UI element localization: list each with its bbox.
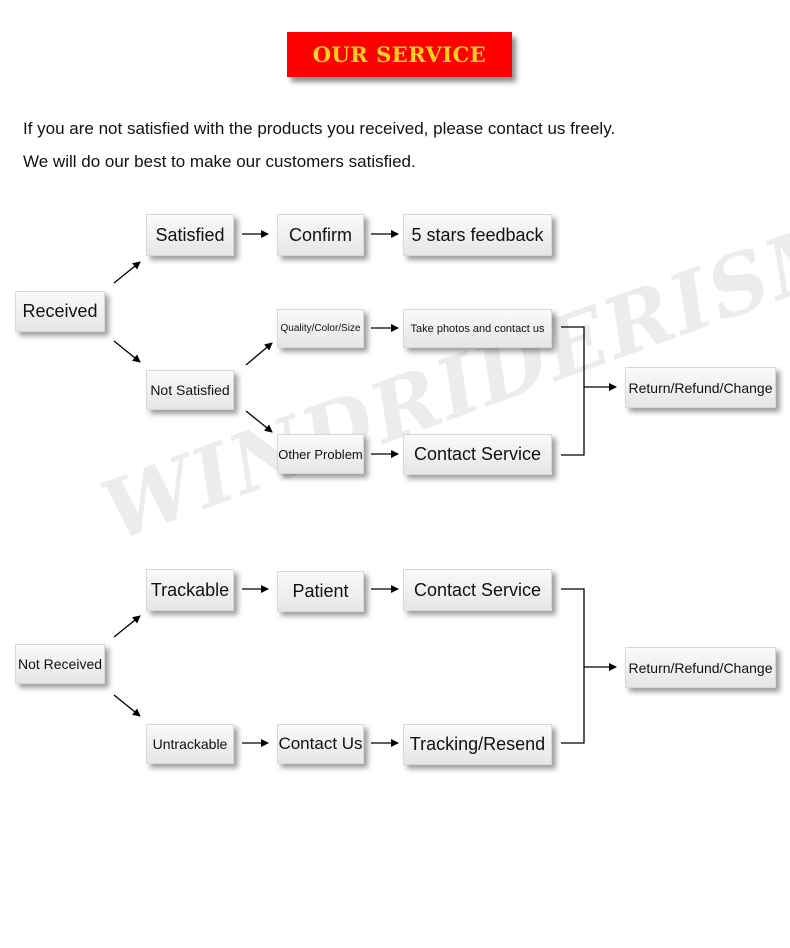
- arrow-notsatisfied-other: [245, 410, 273, 433]
- node-other-problem: Other Problem: [277, 434, 364, 474]
- node-contact-service-2: Contact Service: [403, 569, 552, 611]
- node-untrackable: Untrackable: [146, 724, 234, 764]
- node-patient: Patient: [277, 571, 364, 612]
- node-satisfied: Satisfied: [146, 214, 234, 256]
- arrow-notreceived-trackable: [113, 615, 141, 638]
- bracket-not-received: [561, 588, 585, 744]
- node-take-photos: Take photos and contact us: [403, 309, 552, 348]
- node-quality-color-size: Quality/Color/Size: [277, 309, 364, 348]
- intro-line-1: If you are not satisfied with the produc…: [23, 119, 616, 138]
- node-confirm: Confirm: [277, 214, 364, 256]
- node-return-refund-change-1: Return/Refund/Change: [625, 367, 776, 408]
- bracket-received: [561, 326, 585, 456]
- banner-title: OUR SERVICE: [312, 42, 487, 67]
- node-five-stars-feedback: 5 stars feedback: [403, 214, 552, 256]
- intro-line-2: We will do our best to make our customer…: [23, 152, 416, 171]
- node-trackable: Trackable: [146, 569, 234, 611]
- service-banner: OUR SERVICE: [287, 32, 512, 77]
- arrow-notreceived-untrackable: [113, 694, 141, 717]
- node-not-received: Not Received: [15, 644, 105, 684]
- node-contact-service-1: Contact Service: [403, 434, 552, 475]
- node-not-satisfied: Not Satisfied: [146, 370, 234, 410]
- node-return-refund-change-2: Return/Refund/Change: [625, 647, 776, 688]
- arrow-notsatisfied-quality: [245, 342, 273, 366]
- arrow-received-satisfied: [113, 261, 141, 284]
- node-received: Received: [15, 291, 105, 332]
- node-tracking-resend: Tracking/Resend: [403, 724, 552, 765]
- arrow-received-not-satisfied: [113, 340, 141, 363]
- node-contact-us: Contact Us: [277, 724, 364, 764]
